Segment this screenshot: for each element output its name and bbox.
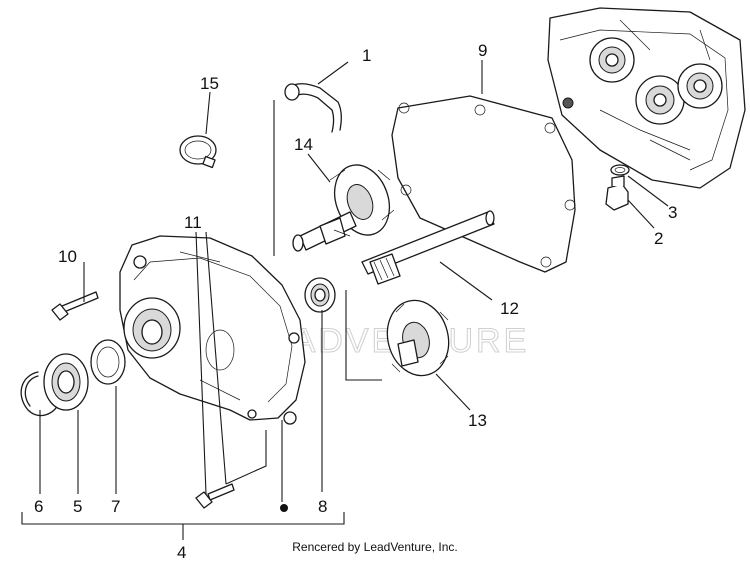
- leader-lines: [39, 60, 669, 502]
- callout-15: 15: [200, 74, 219, 93]
- circlip-part: [20, 371, 59, 417]
- rear-case-half: [547, 7, 746, 189]
- callout-1: 1: [362, 46, 371, 65]
- bolt-upper-part: [51, 291, 99, 321]
- washer-part: [610, 164, 630, 176]
- callout-2: 2: [654, 229, 663, 248]
- callout-labels: 1 15 9 14 3 2 11 10 12 13 6 5 7 8 4: [34, 41, 677, 562]
- credit-text: Rencered by LeadVenture, Inc.: [292, 540, 458, 554]
- main-shaft-part: [361, 210, 495, 285]
- lower-gear-part: [386, 299, 450, 377]
- breather-hose-part: [284, 83, 342, 133]
- bearing-part: [304, 277, 336, 313]
- front-cover-part: [119, 235, 306, 425]
- ball-bearing-part: [43, 353, 89, 411]
- oil-seal-part: [90, 339, 126, 385]
- drain-plug-part: [605, 175, 629, 211]
- callout-14: 14: [294, 135, 313, 154]
- bolt-lower-part: [195, 483, 235, 509]
- upper-gear-shaft-part: [292, 164, 395, 252]
- gasket-part: [391, 95, 576, 273]
- group-bracket: [21, 504, 345, 540]
- callout-11: 11: [184, 213, 202, 232]
- callout-4: 4: [177, 543, 186, 562]
- callout-10: 10: [58, 247, 77, 266]
- callout-7: 7: [111, 497, 120, 516]
- callout-9: 9: [478, 41, 487, 60]
- hose-clamp-part: [179, 135, 217, 169]
- callout-6: 6: [34, 497, 43, 516]
- callout-12: 12: [500, 299, 519, 318]
- callout-8: 8: [318, 497, 327, 516]
- callout-3: 3: [668, 203, 677, 222]
- callout-5: 5: [73, 497, 82, 516]
- credit-line: Rencered by LeadVenture, Inc.: [0, 540, 750, 554]
- callout-13: 13: [468, 411, 487, 430]
